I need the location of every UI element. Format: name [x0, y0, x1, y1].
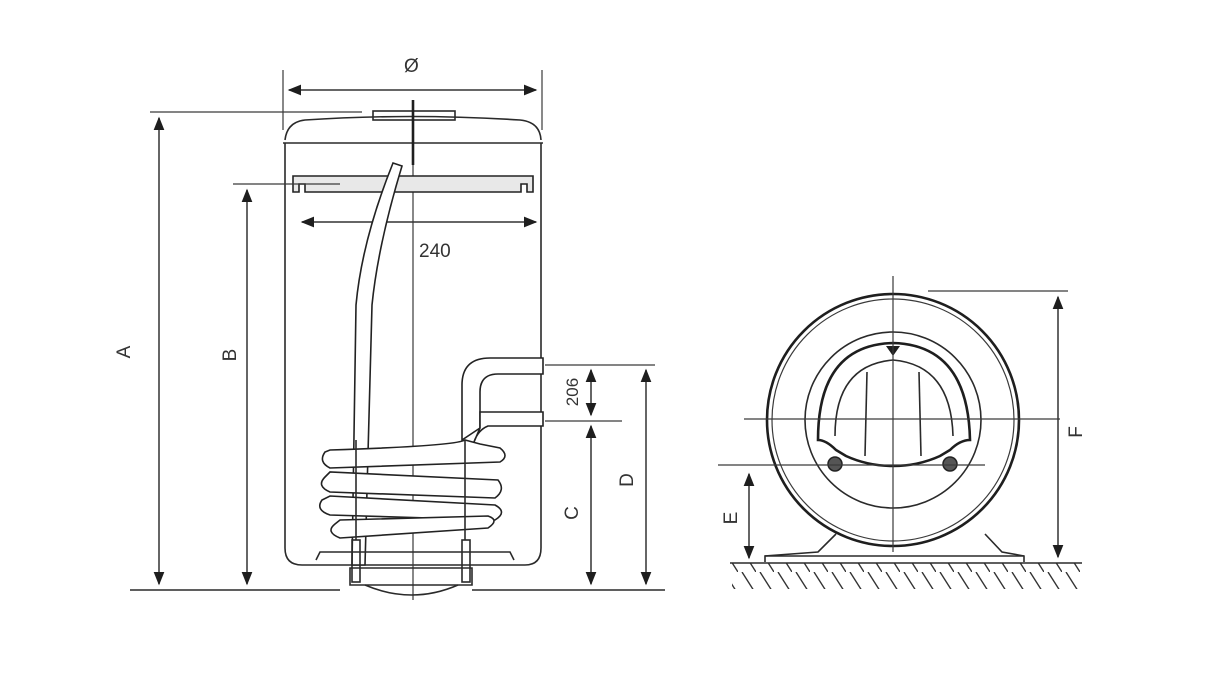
dimension-F: F	[928, 290, 1087, 559]
end-view: E F	[718, 276, 1087, 589]
heat-exchanger-coil	[319, 439, 506, 540]
dim-D-label: D	[617, 473, 638, 487]
dim-F-label: F	[1066, 426, 1087, 438]
dimension-D: D	[617, 368, 652, 586]
dim-E-label: E	[721, 512, 742, 525]
dimension-206: 206	[545, 364, 655, 422]
dim-C-label: C	[562, 506, 583, 520]
dimension-E: E	[721, 472, 755, 560]
horseshoe-flange	[816, 341, 972, 468]
coil-inlet-outlet	[461, 357, 544, 443]
dimension-B: B	[220, 188, 253, 586]
side-view: Ø 240	[114, 56, 665, 600]
dimension-240: 240	[300, 216, 538, 262]
diameter-dimension: Ø	[282, 56, 543, 130]
dim-240-label: 240	[419, 241, 451, 262]
dimension-C: C	[562, 424, 597, 586]
coil-port-right	[942, 456, 958, 472]
bottom-assembly	[315, 539, 515, 596]
dimension-A: A	[114, 111, 362, 586]
saddle-support	[764, 533, 1025, 562]
flange-plate	[233, 175, 534, 193]
dim-206-label: 206	[563, 378, 582, 406]
floor	[730, 562, 1082, 589]
dim-B-label: B	[220, 349, 241, 362]
diameter-label: Ø	[404, 56, 419, 77]
dim-A-label: A	[114, 345, 135, 358]
coil-port-left	[827, 456, 843, 472]
